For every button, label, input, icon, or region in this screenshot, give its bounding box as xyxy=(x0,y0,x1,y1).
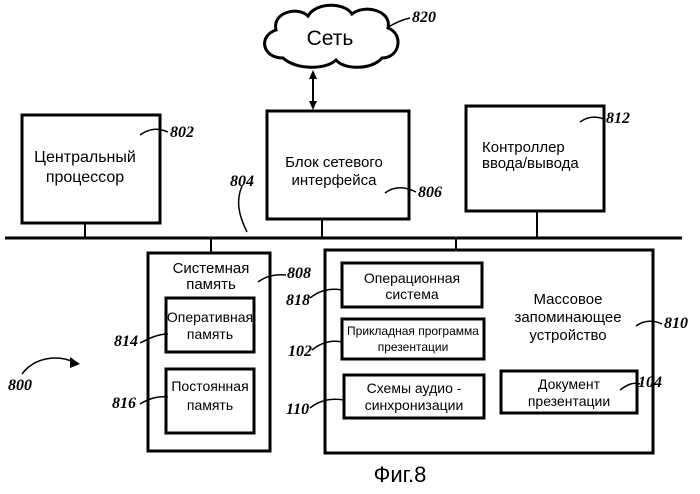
ref-812: 812 xyxy=(606,110,630,127)
sysmem-label-1: Системная xyxy=(173,260,250,277)
audio-label-2: синхронизации xyxy=(365,397,464,413)
ref-110: 110 xyxy=(286,401,309,418)
io-label-2: ввода/вывода xyxy=(482,155,579,172)
sysmem-label-2: память xyxy=(186,276,236,293)
nic-label-1: Блок сетевого xyxy=(285,154,383,171)
audio-label-1: Схемы аудио - xyxy=(367,380,462,396)
ref-806: 806 xyxy=(418,184,442,201)
ref-104: 104 xyxy=(638,374,662,391)
os-label-1: Операционная xyxy=(364,270,460,286)
leader-804 xyxy=(239,186,247,232)
os-label-2: система xyxy=(385,286,438,302)
cpu-label-1: Центральный xyxy=(34,149,136,166)
figure-caption: Фиг.8 xyxy=(374,462,427,487)
ref-802: 802 xyxy=(170,124,194,141)
cpu-label-2: процессор xyxy=(46,169,124,186)
doc-label-1: Документ xyxy=(538,376,601,392)
ram-label-2: память xyxy=(187,326,233,342)
rom-label-2: память xyxy=(187,397,233,413)
doc-label-2: презентации xyxy=(528,393,610,409)
ref-102: 102 xyxy=(288,343,312,360)
network-label: Сеть xyxy=(307,27,354,50)
ref-816: 816 xyxy=(112,395,136,412)
io-label-1: Контроллер xyxy=(482,139,565,156)
network-link-arrow xyxy=(309,70,317,110)
ram-block xyxy=(166,298,254,352)
ref-804: 804 xyxy=(230,173,254,190)
ref-814: 814 xyxy=(114,333,138,350)
ram-label-1: Оперативная xyxy=(167,309,253,325)
ref-810: 810 xyxy=(664,315,688,332)
mass-label-3: устройство xyxy=(529,327,606,344)
ref-818: 818 xyxy=(286,292,310,309)
system-ref-arrow xyxy=(22,357,80,374)
ref-820: 820 xyxy=(412,9,436,26)
network-cloud: Сеть xyxy=(265,5,398,67)
leader-820 xyxy=(387,18,410,28)
rom-label-1: Постоянная xyxy=(171,378,248,394)
app-label-1: Прикладная программа xyxy=(347,324,479,338)
ref-808: 808 xyxy=(287,265,311,282)
app-label-2: презентации xyxy=(378,340,449,354)
ref-800: 800 xyxy=(8,377,32,394)
mass-label-2: запоминающее xyxy=(514,309,621,326)
nic-label-2: интерфейса xyxy=(292,172,378,189)
mass-label-1: Массовое xyxy=(533,291,602,308)
